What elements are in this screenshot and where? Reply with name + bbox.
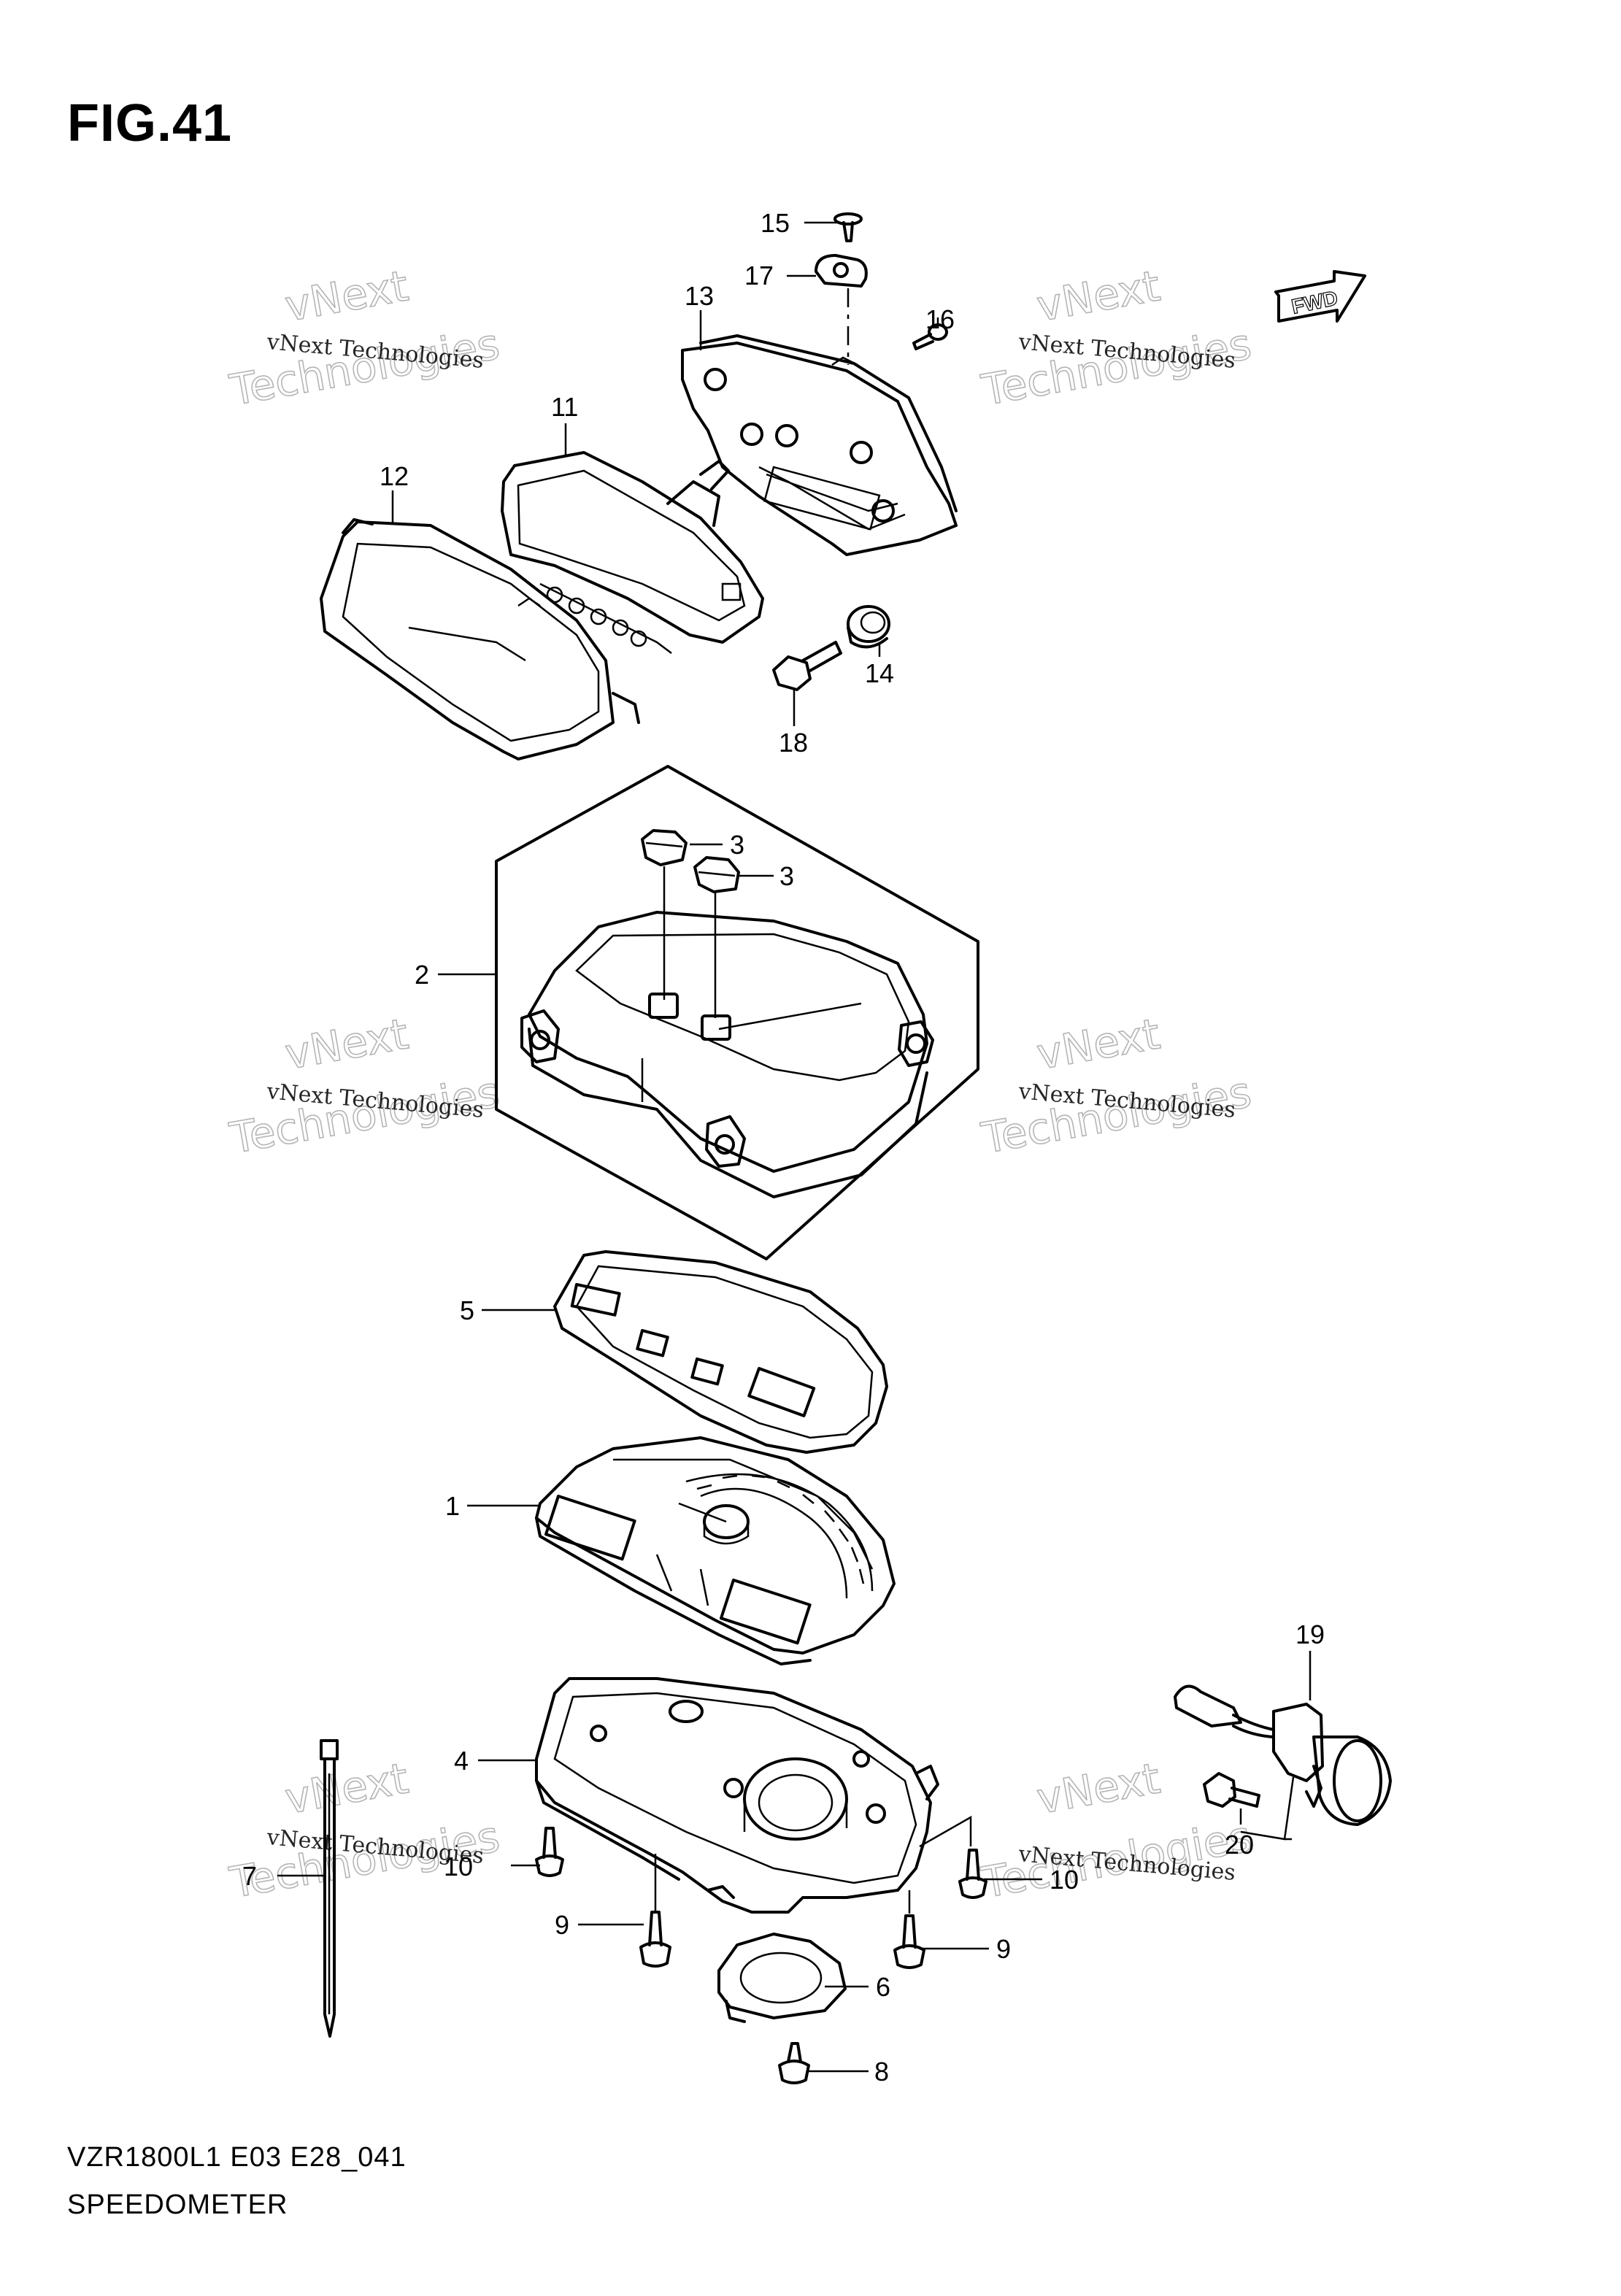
- callout-15: 15: [761, 208, 790, 238]
- callout-3b: 3: [779, 861, 794, 891]
- part-17-clamp: [815, 254, 868, 288]
- callout-14: 14: [865, 658, 894, 688]
- watermark-big-word-1: vNext: [282, 261, 412, 331]
- callout-1: 1: [445, 1491, 460, 1521]
- section-name: SPEEDOMETER: [67, 2189, 288, 2220]
- part-1-speedometer-assy: [535, 1436, 896, 1665]
- part-4-lower-case: [535, 1677, 939, 1914]
- callout-18: 18: [779, 728, 808, 758]
- watermark-big-word-1: vNext: [282, 1009, 412, 1079]
- part-10-screw-right: [919, 1815, 987, 1899]
- watermark-mid-left: vNext Technologies vNext Technologies: [226, 1009, 504, 1164]
- part-2-group-box: [495, 765, 979, 1260]
- part-14-grommet: [847, 605, 890, 649]
- model-code: VZR1800L1 E03 E28_041: [67, 2142, 407, 2173]
- part-15-screw: [833, 212, 863, 242]
- part-8-screw: [778, 2042, 810, 2084]
- callout-8: 8: [874, 2057, 889, 2087]
- part-3-cushion-a: [641, 829, 688, 866]
- part-7-cable-tie: [320, 1739, 339, 2038]
- callout-3a: 3: [730, 830, 744, 860]
- part-10-screw-left: [535, 1827, 564, 1877]
- callout-16: 16: [925, 304, 955, 334]
- callout-20: 20: [1225, 1830, 1254, 1860]
- callout-6: 6: [876, 1972, 890, 2002]
- callout-13: 13: [685, 281, 714, 311]
- part-9-screw-left: [639, 1854, 671, 1968]
- leader-lines: [277, 221, 1312, 2073]
- callout-5: 5: [460, 1295, 474, 1325]
- part-9-screw-right: [893, 1890, 925, 1969]
- figure-title: FIG.41: [67, 94, 233, 153]
- watermark-top-right: vNext Technologies vNext Technologies: [977, 261, 1255, 416]
- callout-labels: 15 17 13 16 11 12 14 18 3 3 2 5 1 19 4 2…: [242, 208, 1325, 2087]
- watermark-big-word-1: vNext: [1033, 1753, 1164, 1823]
- callout-7: 7: [242, 1861, 257, 1891]
- callout-2: 2: [415, 960, 429, 990]
- part-6-ring-plate: [717, 1933, 847, 2023]
- part-18-bolt: [772, 641, 842, 691]
- fwd-arrow-badge: FWD: [1274, 270, 1366, 323]
- fwd-text: FWD: [1290, 286, 1340, 318]
- part-12-outer-lens: [320, 518, 640, 760]
- callout-12: 12: [380, 461, 409, 491]
- part-20-bolt: [1203, 1772, 1295, 1841]
- watermark-mid-right: vNext Technologies vNext Technologies: [977, 1009, 1255, 1164]
- callout-9b: 9: [996, 1934, 1011, 1964]
- watermark-big-word-1: vNext: [1033, 1009, 1164, 1079]
- callout-11: 11: [551, 392, 578, 422]
- part-11-lens-frame: [501, 451, 764, 654]
- part-13-upper-cover: [681, 334, 958, 556]
- watermark-big-word-1: vNext: [282, 1753, 412, 1823]
- part-19-speed-sensor: [1174, 1684, 1392, 1826]
- part-5-bezel: [553, 1250, 888, 1454]
- part-2-meter-case: [520, 911, 934, 1198]
- part-3-cushion-b: [693, 856, 740, 893]
- callout-19: 19: [1295, 1619, 1325, 1649]
- callout-17: 17: [744, 261, 774, 290]
- callout-4: 4: [454, 1746, 469, 1776]
- watermark-top-left: vNext Technologies vNext Technologies: [226, 261, 504, 416]
- watermark-bottom-left: vNext Technologies vNext Technologies: [226, 1753, 504, 1908]
- callout-10a: 10: [444, 1852, 473, 1881]
- callout-9a: 9: [555, 1910, 569, 1940]
- watermark-big-word-1: vNext: [1033, 261, 1164, 331]
- callout-10b: 10: [1050, 1865, 1079, 1895]
